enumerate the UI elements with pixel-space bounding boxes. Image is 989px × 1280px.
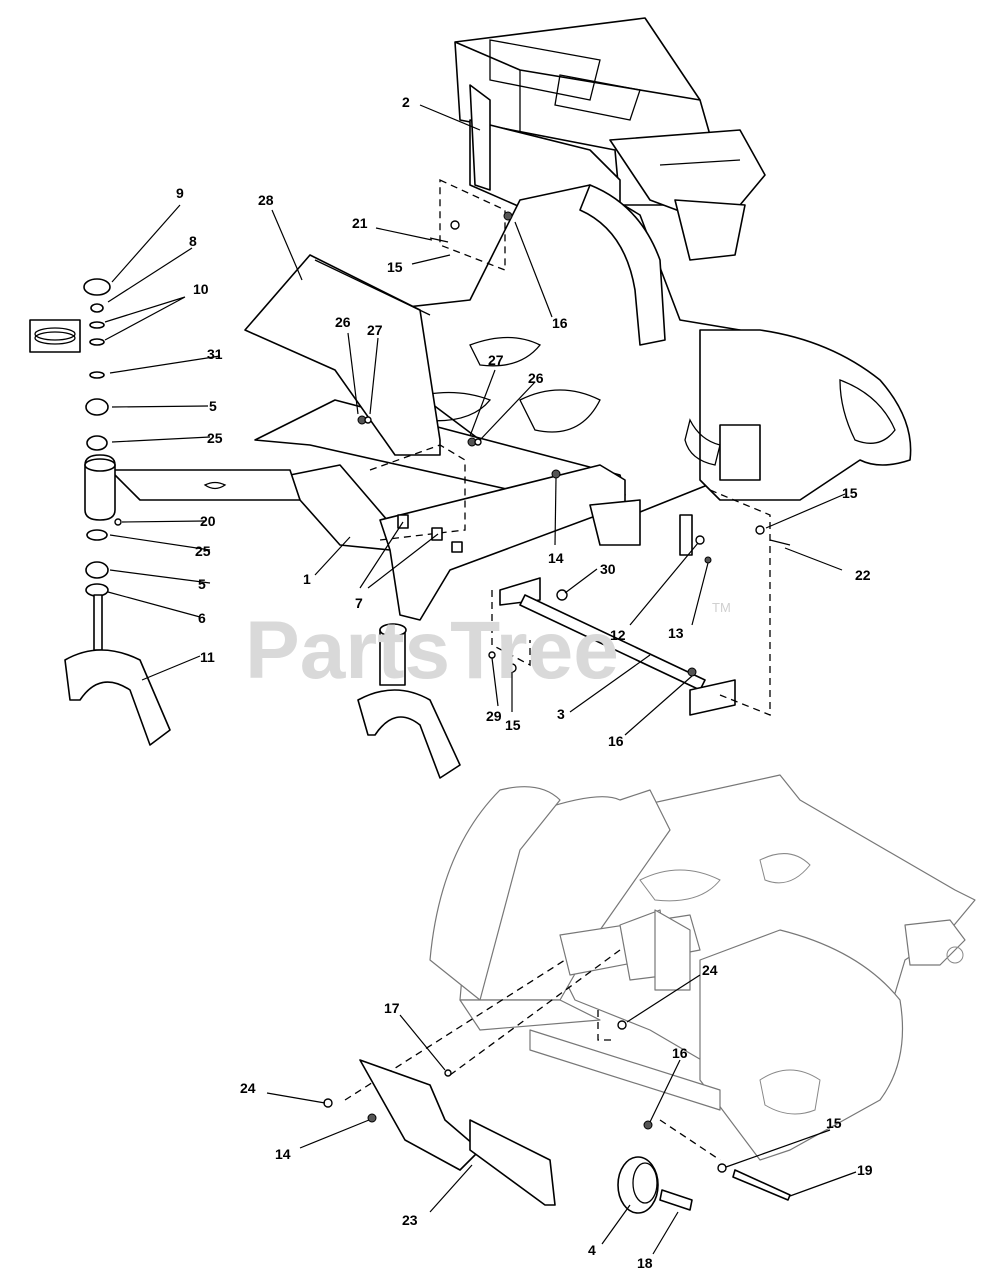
- pivot-bar-3: [499, 514, 736, 716]
- callout-8: 8: [189, 233, 197, 249]
- callout-1: 1: [303, 571, 311, 587]
- hardware-upper: [114, 211, 791, 677]
- callout-15: 15: [387, 259, 403, 275]
- callout-22: 22: [855, 567, 871, 583]
- callout-15: 15: [505, 717, 521, 733]
- callout-17: 17: [384, 1000, 400, 1016]
- callout-4: 4: [588, 1242, 596, 1258]
- callout-2: 2: [402, 94, 410, 110]
- callout-27: 27: [488, 352, 504, 368]
- callout-27: 27: [367, 322, 383, 338]
- inset-icon: [29, 319, 81, 353]
- callout-16: 16: [672, 1045, 688, 1061]
- hardware-lower: [323, 1020, 727, 1173]
- callout-23: 23: [402, 1212, 418, 1228]
- callout-18: 18: [637, 1255, 653, 1271]
- callout-5: 5: [209, 398, 217, 414]
- callout-11: 11: [200, 649, 215, 665]
- callout-14: 14: [548, 550, 564, 566]
- callout-5: 5: [198, 576, 206, 592]
- callout-3: 3: [557, 706, 565, 722]
- callout-12: 12: [610, 627, 626, 643]
- callout-19: 19: [857, 1162, 873, 1178]
- shield-23: [359, 1059, 556, 1206]
- callout-30: 30: [600, 561, 616, 577]
- callout-labels: 2 9 8 10 28 21 15 16 26 27 31 27 26 5 25…: [176, 94, 873, 1271]
- callout-28: 28: [258, 192, 274, 208]
- callout-25: 25: [195, 543, 211, 559]
- callout-20: 20: [200, 513, 216, 529]
- callout-24: 24: [702, 962, 718, 978]
- callout-7: 7: [355, 595, 363, 611]
- callout-16: 16: [608, 733, 624, 749]
- wheel-4: [617, 1156, 791, 1214]
- callout-14: 14: [275, 1146, 291, 1162]
- callout-26: 26: [528, 370, 544, 386]
- callout-24: 24: [240, 1080, 256, 1096]
- lower-frame-view: [429, 774, 976, 1161]
- callout-9: 9: [176, 185, 184, 201]
- watermark-tm: TM: [712, 600, 731, 615]
- callout-10: 10: [193, 281, 209, 297]
- front-panel-28: [244, 254, 441, 456]
- callout-15: 15: [826, 1115, 842, 1131]
- callout-21: 21: [352, 215, 368, 231]
- callout-6: 6: [198, 610, 206, 626]
- callout-26: 26: [335, 314, 351, 330]
- callout-16: 16: [552, 315, 568, 331]
- callout-13: 13: [668, 625, 684, 641]
- watermark: PartsTree: [245, 605, 619, 696]
- left-caster-assembly: [64, 278, 171, 746]
- callout-25: 25: [207, 430, 223, 446]
- callout-29: 29: [486, 708, 502, 724]
- callout-15: 15: [842, 485, 858, 501]
- right-caster-fork: [357, 623, 461, 779]
- leader-lines: [104, 104, 857, 1255]
- callout-31: 31: [207, 346, 223, 362]
